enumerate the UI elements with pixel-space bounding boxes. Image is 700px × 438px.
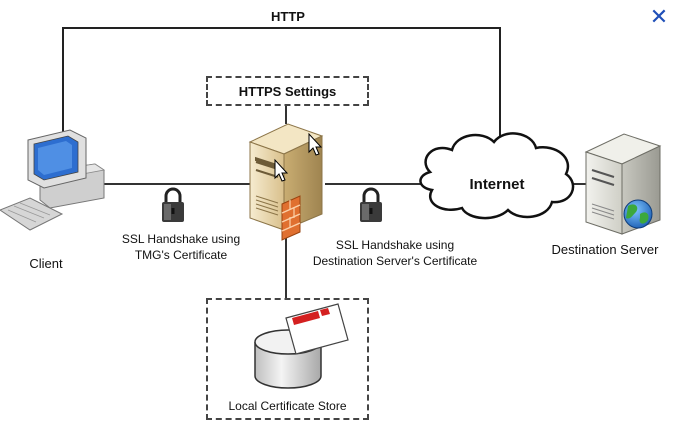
certificate-icon bbox=[285, 303, 349, 355]
internet-label: Internet bbox=[469, 176, 525, 193]
ssl-left-line1: SSL Handshake using bbox=[121, 232, 241, 246]
internet-cloud-icon bbox=[419, 132, 575, 220]
client-label: Client bbox=[29, 256, 63, 271]
padlock-left-icon bbox=[162, 187, 184, 222]
http-connection-line bbox=[62, 27, 501, 140]
cursor-arrow-icon-2 bbox=[274, 158, 289, 182]
certificate-store-label: Local Certificate Store bbox=[228, 399, 347, 413]
firewall-icon bbox=[281, 195, 301, 241]
padlock-right-icon bbox=[360, 187, 382, 222]
ssl-right-line1: SSL Handshake using bbox=[335, 238, 455, 252]
client-computer-icon bbox=[0, 129, 106, 231]
cursor-arrow-icon bbox=[308, 132, 323, 156]
certificate-store-box[interactable]: Local Certificate Store bbox=[206, 298, 369, 420]
close-icon[interactable]: ✕ bbox=[649, 5, 669, 30]
globe-icon bbox=[623, 199, 653, 229]
https-settings-box[interactable]: HTTPS Settings bbox=[206, 76, 369, 106]
ssl-left-line2: TMG's Certificate bbox=[134, 248, 228, 262]
https-settings-label: HTTPS Settings bbox=[238, 84, 337, 99]
http-label: HTTP bbox=[271, 9, 305, 24]
ssl-right-line2: Destination Server's Certificate bbox=[312, 254, 478, 268]
destination-server-label: Destination Server bbox=[551, 242, 659, 257]
